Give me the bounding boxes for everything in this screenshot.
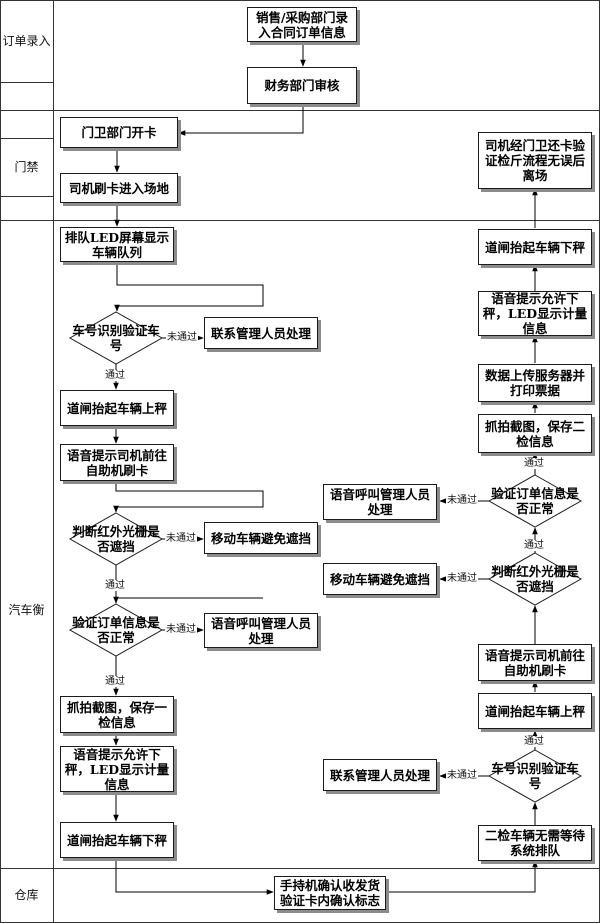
lane-label-gate: 门禁 bbox=[14, 159, 39, 174]
right-ir-check-text: 判断红外光栅是否遮挡 bbox=[491, 564, 579, 594]
left-barrier-up-on-box: 道闸抬起车辆上秤 bbox=[60, 390, 174, 426]
left-order-fail-box: 语音呼叫管理人员处理 bbox=[204, 613, 318, 648]
left-capture-box: 抓拍截图，保存一检信息 bbox=[60, 696, 174, 733]
right-order-fail-box: 语音呼叫管理人员处理 bbox=[323, 484, 437, 520]
right-barrier-up-off-box: 道闸抬起车辆下秤 bbox=[478, 229, 592, 265]
right-ir-pass-label: 通过 bbox=[523, 540, 545, 551]
left-plate-pass-label: 通过 bbox=[104, 370, 126, 381]
right-voice-allow-off-box: 语音提示允许下秤，LED显示计量信息 bbox=[478, 291, 592, 336]
order-entry-box: 销售/采购部门录入合同订单信息 bbox=[247, 7, 357, 42]
left-barrier-up-off-box: 道闸抬起车辆下秤 bbox=[60, 822, 174, 858]
right-order-pass-label: 通过 bbox=[523, 458, 545, 469]
swipe-in-box: 司机刷卡进入场地 bbox=[60, 173, 178, 203]
left-order-fail-label: 未通过 bbox=[165, 624, 197, 635]
issue-card-box: 门卫部门开卡 bbox=[60, 117, 178, 148]
connectors bbox=[113, 42, 538, 895]
left-queue-led-box: 排队LED屏幕显示车辆队列 bbox=[60, 227, 174, 262]
right-plate-fail-label: 未通过 bbox=[446, 770, 478, 781]
right-order-fail-label: 未通过 bbox=[446, 495, 478, 506]
right-capture-box: 抓拍截图，保存二检信息 bbox=[478, 414, 592, 453]
right-voice-to-kiosk-box: 语音提示司机前往自助机刷卡 bbox=[478, 644, 592, 681]
lane-label-warehouse: 仓库 bbox=[14, 888, 39, 902]
left-voice-allow-off-box: 语音提示允许下秤，LED显示计量信息 bbox=[60, 746, 174, 792]
right-plate-fail-box: 联系管理人员处理 bbox=[323, 759, 437, 791]
left-voice-to-kiosk-box: 语音提示司机前往自助机刷卡 bbox=[60, 444, 174, 481]
left-order-pass-label: 通过 bbox=[104, 676, 126, 687]
right-ir-fail-label: 未通过 bbox=[446, 573, 478, 584]
left-ir-check-text: 判断红外光栅是否遮挡 bbox=[72, 524, 160, 554]
warehouse-confirm-box: 手持机确认收发货验证卡内确认标志 bbox=[274, 876, 386, 910]
right-plate-pass-label: 通过 bbox=[523, 736, 545, 747]
lane-label-scale: 汽车衡 bbox=[8, 602, 45, 617]
lane-label-order: 订单录入 bbox=[2, 33, 51, 48]
right-upload-print-box: 数据上传服务器并打印票据 bbox=[478, 364, 592, 402]
right-plate-check-diamond bbox=[487, 749, 583, 803]
finance-review-box: 财务部门审核 bbox=[247, 67, 357, 104]
left-order-check-text: 验证订单信息是否正常 bbox=[72, 615, 160, 645]
right-ir-check-diamond bbox=[487, 552, 583, 606]
right-return-card-box: 司机经门卫还卡验证检斤流程无误后离场 bbox=[478, 132, 592, 189]
left-plate-check-text: 车号识别验证车号 bbox=[72, 323, 160, 353]
left-plate-fail-label: 未通过 bbox=[166, 332, 198, 343]
left-ir-fail-label: 未通过 bbox=[165, 533, 197, 544]
right-order-check-text: 验证订单信息是否正常 bbox=[491, 486, 579, 516]
right-second-weigh-box: 二检车辆无需等待系统排队 bbox=[478, 825, 592, 861]
left-ir-pass-label: 通过 bbox=[104, 580, 126, 591]
left-ir-fail-box: 移动车辆避免遮挡 bbox=[204, 522, 318, 554]
right-order-check-diamond bbox=[487, 474, 583, 528]
right-ir-fail-box: 移动车辆避免遮挡 bbox=[323, 563, 437, 595]
right-barrier-up-on-box: 道闸抬起车辆上秤 bbox=[478, 693, 592, 729]
right-plate-check-text: 车号识别验证车号 bbox=[491, 761, 579, 791]
left-plate-fail-box: 联系管理人员处理 bbox=[204, 317, 318, 349]
